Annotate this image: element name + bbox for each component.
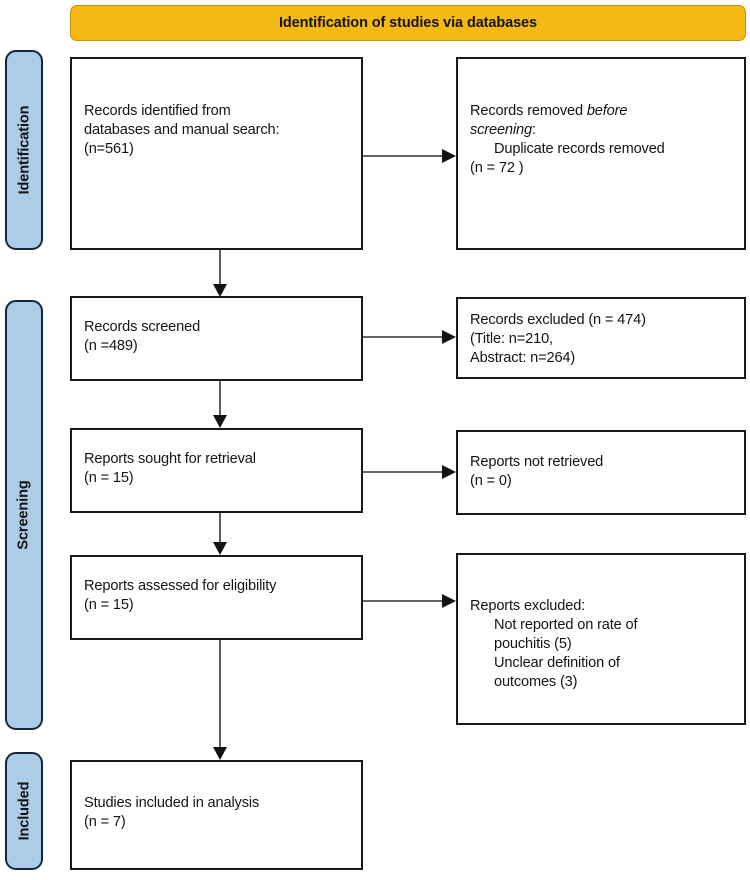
reports-excluded-reason2-line1: Unclear definition of: [494, 655, 620, 672]
records-removed-emphasis-before: before: [586, 103, 628, 119]
records-screened-count: (n =489): [84, 338, 138, 355]
arrow-screened-to-sought: [209, 381, 231, 429]
box-reports-sought-for-retrieval: Reports sought for retrieval (n = 15): [70, 428, 363, 513]
box-reports-not-retrieved: Reports not retrieved (n = 0): [456, 430, 746, 515]
reports-excluded-label: Reports excluded:: [470, 598, 586, 614]
arrow-identified-to-screened: [209, 250, 231, 298]
box-reports-assessed-for-eligibility: Reports assessed for eligibility (n = 15…: [70, 555, 363, 640]
box-reports-excluded: Reports excluded: Not reported on rate o…: [456, 553, 746, 725]
stage-label-screening: Screening: [16, 480, 32, 550]
records-removed-emphasis-screening: screening: [470, 122, 532, 139]
arrow-screened-to-excluded-records: [363, 326, 458, 348]
reports-not-retrieved-label: Reports not retrieved: [470, 454, 604, 470]
reports-assessed-count: (n = 15): [84, 597, 134, 614]
duplicate-records-removed-label: Duplicate records removed: [494, 141, 665, 158]
reports-sought-count: (n = 15): [84, 470, 134, 487]
box-records-excluded: Records excluded (n = 474) (Title: n=210…: [456, 297, 746, 379]
records-removed-line2-colon: :: [531, 122, 536, 139]
studies-included-count: (n = 7): [84, 814, 126, 831]
duplicate-records-removed-count: (n = 72 ): [470, 160, 524, 177]
box-records-identified: Records identified from databases and ma…: [70, 57, 363, 250]
arrow-assessed-to-included: [209, 640, 231, 761]
arrow-sought-to-assessed: [209, 513, 231, 556]
reports-not-retrieved-count: (n = 0): [470, 473, 512, 490]
box-studies-included-in-analysis: Studies included in analysis (n = 7): [70, 760, 363, 870]
stage-bar-screening: Screening: [5, 300, 43, 730]
records-excluded-title-count: (Title: n=210,: [470, 331, 553, 348]
records-screened-label: Records screened: [84, 319, 201, 335]
records-identified-count: (n=561): [84, 141, 134, 158]
stage-bar-identification: Identification: [5, 50, 43, 250]
records-excluded-label: Records excluded (n = 474): [470, 312, 646, 328]
records-removed-line2: screening:: [470, 121, 736, 140]
stage-label-identification: Identification: [16, 105, 33, 195]
records-removed-line1-text: Records removed: [470, 103, 587, 119]
box-records-removed-before-screening: Records removed before screening: Duplic…: [456, 57, 746, 250]
reports-sought-label: Reports sought for retrieval: [84, 451, 256, 467]
records-excluded-abstract-count: Abstract: n=264): [470, 350, 576, 367]
reports-assessed-label: Reports assessed for eligibility: [84, 578, 277, 594]
records-identified-line1: Records identified from: [84, 103, 231, 119]
reports-excluded-reason1-line2: pouchitis (5): [494, 636, 572, 653]
studies-included-label: Studies included in analysis: [84, 795, 260, 811]
reports-excluded-reason1-line1: Not reported on rate of: [494, 617, 638, 634]
records-identified-line2: databases and manual search:: [84, 122, 280, 139]
arrow-identified-to-removed: [363, 145, 458, 167]
arrow-sought-to-not-retrieved: [363, 461, 458, 483]
stage-label-included: Included: [16, 781, 33, 841]
diagram-title-banner: Identification of studies via databases: [70, 5, 746, 41]
stage-bar-included: Included: [5, 752, 43, 870]
reports-excluded-reason2-line2: outcomes (3): [494, 674, 578, 691]
arrow-assessed-to-excluded-reports: [363, 590, 458, 612]
records-removed-line1: Records removed before: [470, 102, 736, 121]
box-records-screened: Records screened (n =489): [70, 296, 363, 381]
page-title: Identification of studies via databases: [279, 15, 537, 31]
